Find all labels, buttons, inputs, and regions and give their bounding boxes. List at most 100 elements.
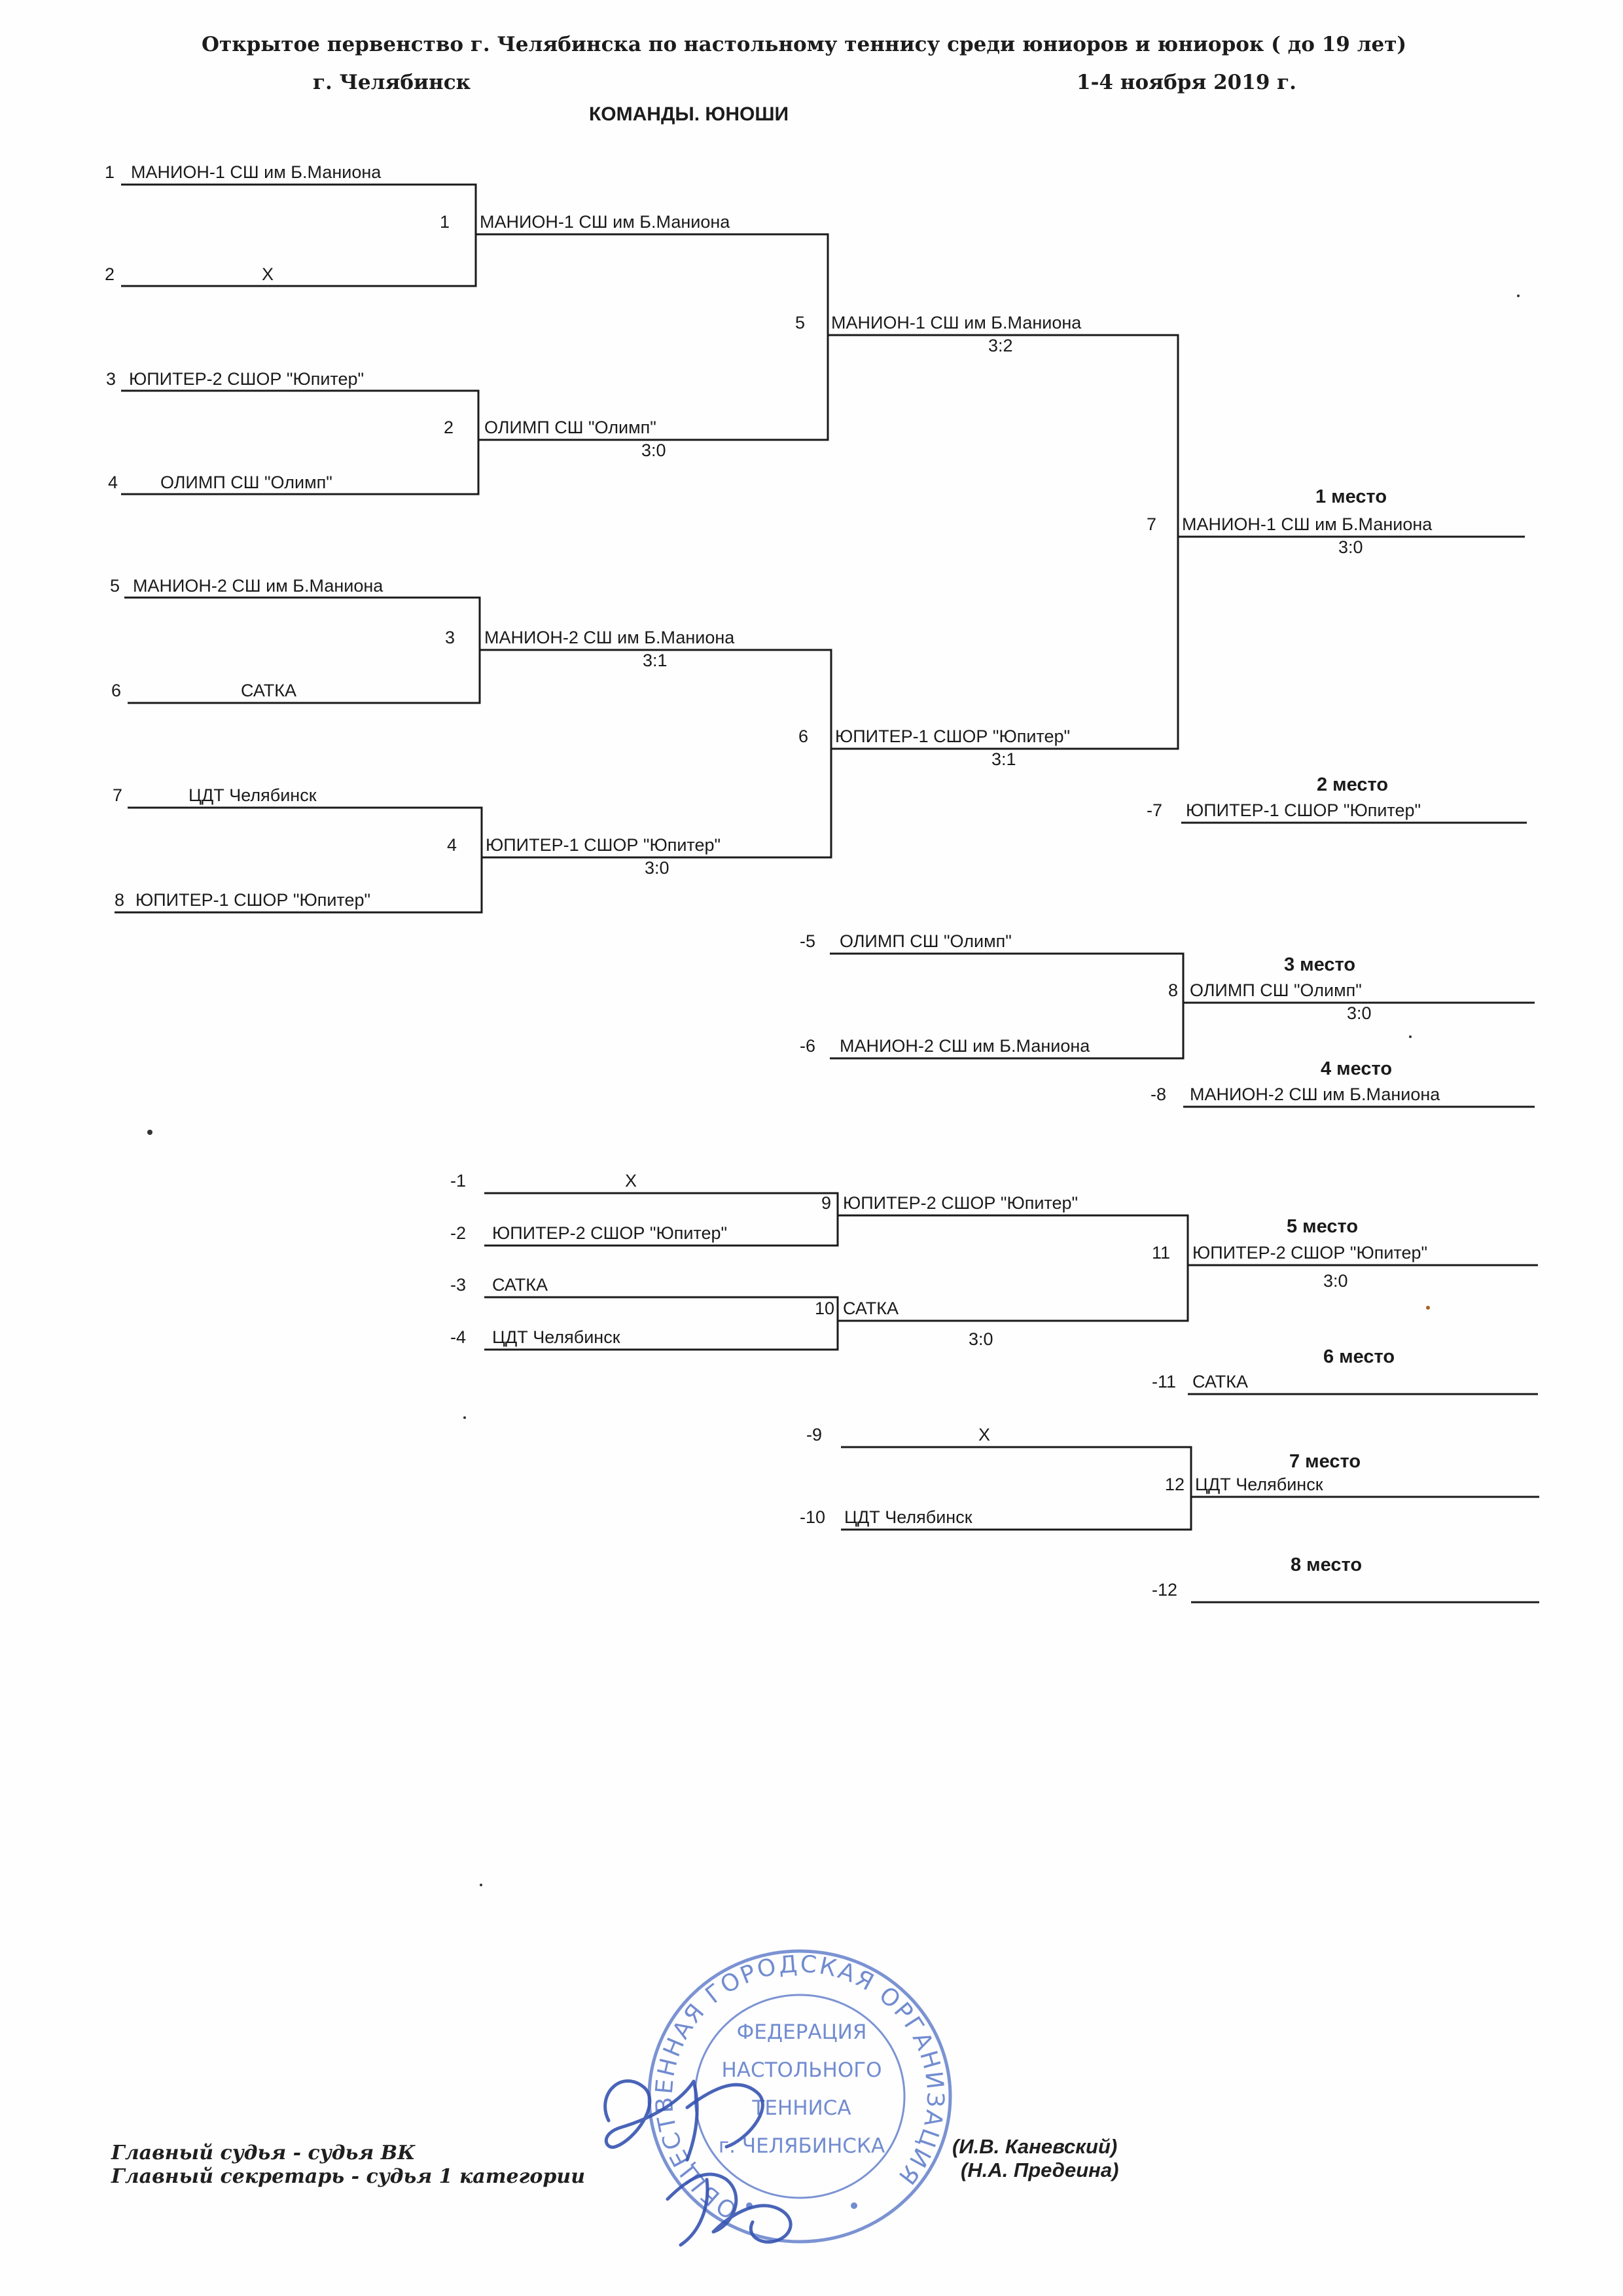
place-label: 2 место bbox=[1317, 774, 1388, 795]
loser-name: ЦДТ Челябинск bbox=[844, 1507, 972, 1527]
organization-stamp: ОБЩЕСТВЕННАЯ ГОРОДСКАЯ ОРГАНИЗАЦИЯ ФЕДЕР… bbox=[647, 1949, 952, 2244]
bracket-line bbox=[484, 1192, 839, 1247]
signature-stroke bbox=[685, 2083, 764, 2149]
match-score: 3:0 bbox=[1323, 1271, 1348, 1291]
loser-name: Х bbox=[625, 1171, 637, 1191]
stamp-center-line: г. ЧЕЛЯБИНСКА bbox=[719, 2134, 885, 2158]
place-label: 4 место bbox=[1321, 1058, 1392, 1079]
entry-name: ЮПИТЕР-1 СШОР "Юпитер" bbox=[135, 890, 370, 910]
loser-name: Х bbox=[978, 1425, 990, 1444]
speck bbox=[1426, 1306, 1430, 1310]
bracket-lines bbox=[115, 183, 1539, 1604]
bracket-line bbox=[476, 233, 829, 441]
match-score: 3:0 bbox=[645, 858, 669, 878]
match-score: 3:0 bbox=[969, 1329, 993, 1349]
match-score: 3:1 bbox=[643, 651, 668, 670]
match-number: 10 bbox=[815, 1299, 834, 1318]
entry-seed: 6 bbox=[111, 681, 121, 700]
speck bbox=[147, 1130, 152, 1135]
bracket-line bbox=[480, 649, 832, 859]
match-number: 12 bbox=[1165, 1475, 1185, 1494]
bracket-line bbox=[841, 1446, 1192, 1531]
scan-specks bbox=[147, 295, 1520, 1886]
signature-stroke bbox=[679, 2178, 709, 2247]
match-number: 8 bbox=[1168, 980, 1178, 1000]
place-label: 3 место bbox=[1284, 954, 1355, 975]
place-seed: -12 bbox=[1152, 1580, 1177, 1600]
chief-judge-label: Главный судья - судья ВК bbox=[111, 2142, 416, 2164]
match-winner: МАНИОН-1 СШ им Б.Маниона bbox=[831, 313, 1082, 332]
place-label: 6 место bbox=[1323, 1346, 1395, 1367]
place-seed: -11 bbox=[1152, 1372, 1176, 1391]
dates-label: 1-4 ноября 2019 г. bbox=[1077, 71, 1296, 94]
place-name: МАНИОН-2 СШ им Б.Маниона bbox=[1190, 1085, 1440, 1104]
chief-judge-name: (И.В. Каневский) bbox=[952, 2135, 1118, 2158]
match-number: 11 bbox=[1152, 1243, 1170, 1263]
place-seed: -8 bbox=[1150, 1085, 1166, 1104]
match-score: 3:2 bbox=[988, 336, 1013, 355]
match-winner: ОЛИМП СШ "Олимп" bbox=[484, 418, 656, 437]
loser-seed: -6 bbox=[800, 1036, 815, 1056]
match-number: 5 bbox=[795, 313, 805, 332]
signature bbox=[603, 2079, 793, 2247]
loser-seed: -10 bbox=[800, 1507, 825, 1527]
entry-name: ОЛИМП СШ "Олимп" bbox=[160, 473, 332, 492]
entry-name: Х bbox=[262, 264, 274, 284]
place-label: 5 место bbox=[1287, 1216, 1358, 1237]
entry-name: ЦДТ Челябинск bbox=[188, 785, 317, 805]
entry-seed: 2 bbox=[105, 264, 115, 284]
place-label: 8 место bbox=[1291, 1554, 1362, 1575]
match-number: 1 bbox=[440, 212, 450, 232]
entry-seed: 5 bbox=[110, 576, 120, 596]
match-number: 2 bbox=[444, 418, 454, 437]
entry-seed: 1 bbox=[105, 162, 115, 182]
match-winner: САТКА bbox=[843, 1299, 899, 1318]
document-title: Открытое первенство г. Челябинска по нас… bbox=[202, 33, 1407, 56]
entry-seed: 8 bbox=[115, 890, 124, 910]
match-number: 4 bbox=[447, 835, 457, 855]
loser-name: ЮПИТЕР-2 СШОР "Юпитер" bbox=[492, 1223, 727, 1243]
bracket-line bbox=[484, 1296, 839, 1351]
match-score: 3:0 bbox=[1347, 1003, 1372, 1023]
speck bbox=[1409, 1035, 1412, 1038]
match-winner: МАНИОН-1 СШ им Б.Маниона bbox=[1182, 514, 1433, 534]
stamp-center-line: ФЕДЕРАЦИЯ bbox=[737, 2020, 867, 2044]
match-number: 7 bbox=[1147, 514, 1156, 534]
stamp-center-line: НАСТОЛЬНОГО bbox=[721, 2058, 882, 2082]
entry-seed: 7 bbox=[113, 785, 122, 805]
bracket-line bbox=[124, 596, 481, 704]
entry-seed: 3 bbox=[106, 369, 116, 389]
match-winner: МАНИОН-2 СШ им Б.Маниона bbox=[484, 628, 735, 647]
match-number: 6 bbox=[798, 726, 808, 746]
match-winner: МАНИОН-1 СШ им Б.Маниона bbox=[480, 212, 730, 232]
speck bbox=[480, 1884, 482, 1886]
match-winner: ОЛИМП СШ "Олимп" bbox=[1190, 980, 1362, 1000]
stamp-center-line: ТЕННИСА bbox=[751, 2096, 851, 2120]
match-number: 3 bbox=[445, 628, 455, 647]
match-score: 3:1 bbox=[991, 749, 1016, 769]
loser-name: ОЛИМП СШ "Олимп" bbox=[840, 931, 1012, 951]
loser-name: МАНИОН-2 СШ им Б.Маниона bbox=[840, 1036, 1090, 1056]
loser-seed: -1 bbox=[450, 1171, 466, 1191]
match-number: 9 bbox=[821, 1193, 831, 1213]
place-seed: -7 bbox=[1147, 800, 1162, 820]
entry-name: МАНИОН-1 СШ им Б.Маниона bbox=[131, 162, 382, 182]
match-winner: ЮПИТЕР-1 СШОР "Юпитер" bbox=[486, 835, 721, 855]
entry-seed: 4 bbox=[108, 473, 118, 492]
place-name: САТКА bbox=[1192, 1372, 1248, 1391]
match-winner: ЮПИТЕР-2 СШОР "Юпитер" bbox=[1192, 1243, 1427, 1263]
place-name: ЮПИТЕР-1 СШОР "Юпитер" bbox=[1186, 800, 1421, 820]
chief-secretary-name: (Н.А. Предеина) bbox=[961, 2159, 1119, 2181]
loser-name: САТКА bbox=[492, 1275, 548, 1295]
match-winner: ЦДТ Челябинск bbox=[1195, 1475, 1323, 1494]
entry-name: МАНИОН-2 СШ им Б.Маниона bbox=[133, 576, 383, 596]
loser-name: ЦДТ Челябинск bbox=[492, 1327, 620, 1347]
bracket-line bbox=[838, 1214, 1189, 1322]
speck bbox=[463, 1416, 466, 1419]
bracket-line bbox=[830, 952, 1185, 1060]
chief-secretary-label: Главный секретарь - судья 1 категории bbox=[111, 2165, 586, 2188]
place-label: 7 место bbox=[1289, 1451, 1361, 1472]
signature-stroke bbox=[603, 2079, 699, 2162]
bracket-line bbox=[121, 183, 477, 287]
